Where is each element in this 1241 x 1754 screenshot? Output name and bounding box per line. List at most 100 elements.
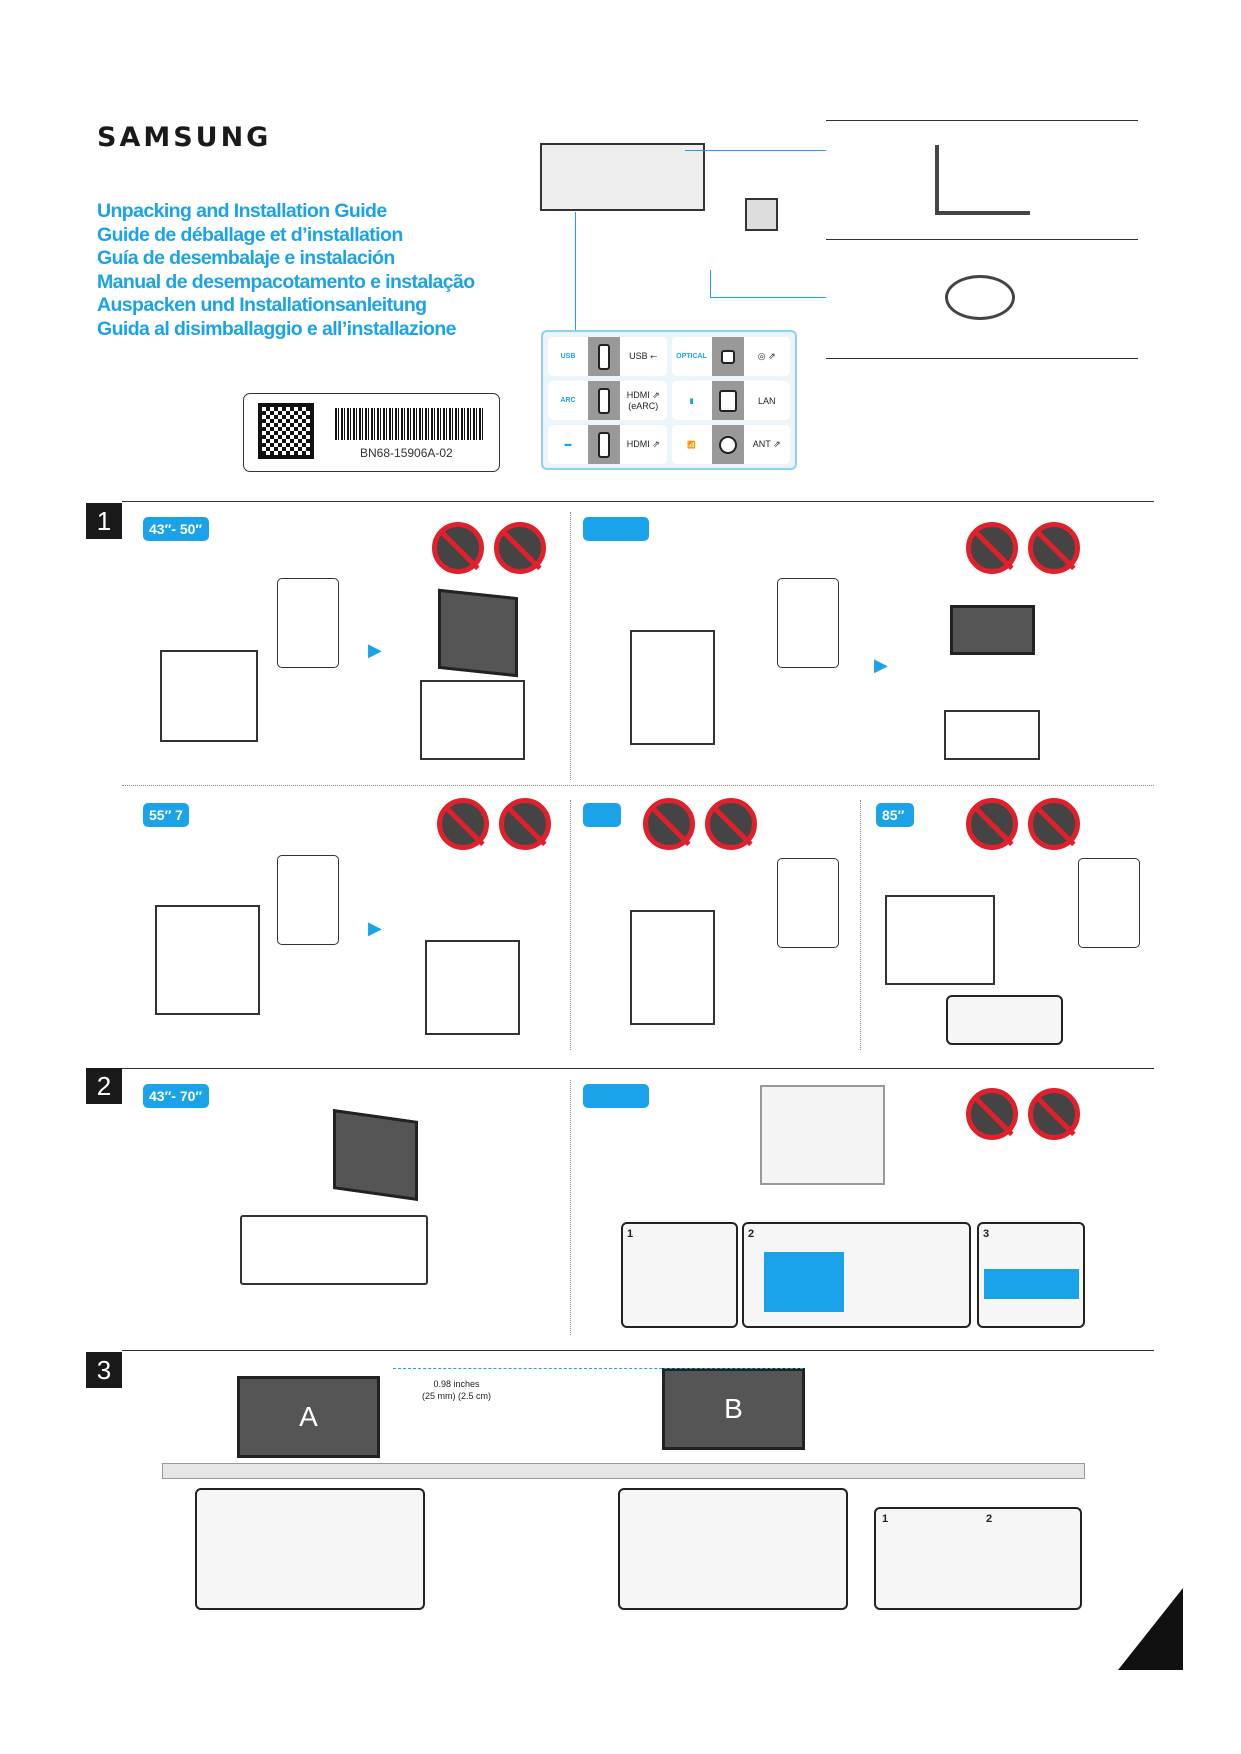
page-turn-icon xyxy=(1118,1588,1183,1670)
accessory-box xyxy=(777,578,839,668)
size-badge-blank xyxy=(583,1084,649,1108)
accessory-box xyxy=(277,578,339,668)
divider xyxy=(826,358,1138,359)
detail-inset xyxy=(946,995,1063,1045)
no-pressure-icon xyxy=(1028,798,1080,850)
no-pressure-icon xyxy=(494,522,546,574)
connector-line xyxy=(710,270,711,297)
column-divider xyxy=(860,800,861,1050)
ethernet-icon: ▮ xyxy=(689,397,694,405)
section-rule xyxy=(122,501,1154,502)
no-face-down-icon xyxy=(966,1088,1018,1140)
row-divider xyxy=(122,785,1154,786)
size-badge-43-70: 43″- 70″ xyxy=(143,1084,209,1108)
speaker-icon: OPTICAL xyxy=(676,353,707,360)
title-it: Guida al disimballaggio e all’installazi… xyxy=(97,317,456,340)
step-panel-2: 2 xyxy=(742,1222,971,1328)
tv-box-illustration xyxy=(630,630,715,745)
step-panel-3: 3 xyxy=(977,1222,1085,1328)
title-de: Auspacken und Installationsanleitung xyxy=(97,294,427,317)
power-cable-icon xyxy=(945,275,1015,320)
port-lan: ▮LAN xyxy=(671,381,790,420)
no-face-down-icon xyxy=(966,798,1018,850)
barcode-icon xyxy=(335,408,485,440)
accessory-box xyxy=(777,858,839,948)
title-es: Guía de desembalaje e instalación xyxy=(97,247,395,270)
accessory-box xyxy=(277,855,339,945)
tv-illustration xyxy=(438,588,518,678)
tv-box-illustration xyxy=(630,910,715,1025)
next-arrow-icon: ▶ xyxy=(874,655,888,675)
usb-icon: USB xyxy=(560,353,576,360)
stand-a-detail xyxy=(195,1488,425,1610)
no-pressure-icon xyxy=(705,798,757,850)
connector-line xyxy=(575,212,576,330)
next-arrow-icon: ▶ xyxy=(368,918,382,938)
stand-legs-icon xyxy=(935,145,1030,215)
no-tool-icon xyxy=(1028,1088,1080,1140)
surface-illustration xyxy=(162,1463,1085,1479)
column-divider xyxy=(570,800,571,1050)
title-fr: Guide de déballage et d’installation xyxy=(97,223,403,246)
tv-box-illustration xyxy=(160,650,258,742)
section-number-3: 3 xyxy=(86,1352,122,1388)
label-box xyxy=(243,393,500,472)
part-number: BN68-15906A-02 xyxy=(360,446,453,460)
antenna-icon: 📶 xyxy=(687,441,696,449)
accessory-box xyxy=(1078,858,1140,948)
section-rule xyxy=(122,1350,1154,1351)
title-en: Unpacking and Installation Guide xyxy=(97,200,387,222)
stand-b-detail xyxy=(618,1488,848,1610)
port-hdmi: ▬HDMI ⇗ xyxy=(548,425,667,464)
step-panel-1: 1 xyxy=(621,1222,738,1328)
column-divider xyxy=(570,512,571,780)
section-rule xyxy=(122,1068,1154,1069)
tv-stand-b: B xyxy=(662,1368,805,1450)
wall-socket-icon xyxy=(745,198,778,231)
column-divider xyxy=(570,1080,571,1335)
tv-illustration xyxy=(760,1085,885,1185)
no-face-down-icon xyxy=(966,522,1018,574)
size-badge-55: 55″ 7 xyxy=(143,803,189,827)
no-face-down-icon xyxy=(643,798,695,850)
no-face-down-icon xyxy=(437,798,489,850)
port-optical: OPTICAL◎ ⇗ xyxy=(671,337,790,376)
section-number-2: 2 xyxy=(86,1068,122,1104)
divider xyxy=(826,120,1138,121)
tv-box-illustration xyxy=(420,680,525,760)
no-pressure-icon xyxy=(1028,522,1080,574)
connector-line xyxy=(710,297,826,298)
qr-code-icon xyxy=(258,403,314,459)
divider xyxy=(826,239,1138,240)
detail-inset xyxy=(944,710,1040,760)
tv-illustration xyxy=(950,605,1035,655)
next-arrow-icon: ▶ xyxy=(368,640,382,660)
tv-box-illustration xyxy=(425,940,520,1035)
no-face-down-icon xyxy=(432,522,484,574)
size-badge-85: 85″ xyxy=(876,803,914,827)
guide-titles: Unpacking and Installation Guide Guide d… xyxy=(97,200,475,342)
clearance-text: 0.98 inches(25 mm) (2.5 cm) xyxy=(422,1379,492,1401)
tv-illustration xyxy=(333,1109,418,1201)
tv-box-illustration xyxy=(155,905,260,1015)
size-badge-43-50: 43″- 50″ xyxy=(143,517,209,541)
set-top-box-icon: ▬ xyxy=(564,441,572,448)
samsung-logo: SAMSUNG xyxy=(97,122,272,153)
tv-box-illustration xyxy=(885,895,995,985)
no-pressure-icon xyxy=(499,798,551,850)
tv-stand-a: A xyxy=(237,1376,380,1458)
port-ant: 📶ANT ⇗ xyxy=(671,425,790,464)
title-pt: Manual de desempacotamento e instalação xyxy=(97,270,475,293)
connector-line xyxy=(685,150,826,151)
size-badge-blank xyxy=(583,803,621,827)
table-illustration xyxy=(240,1215,428,1285)
size-badge-blank xyxy=(583,517,649,541)
speaker-icon: ARC xyxy=(560,397,576,404)
tv-back-illustration xyxy=(540,143,705,211)
clearance-line xyxy=(393,1368,803,1369)
section-number-1: 1 xyxy=(86,503,122,539)
